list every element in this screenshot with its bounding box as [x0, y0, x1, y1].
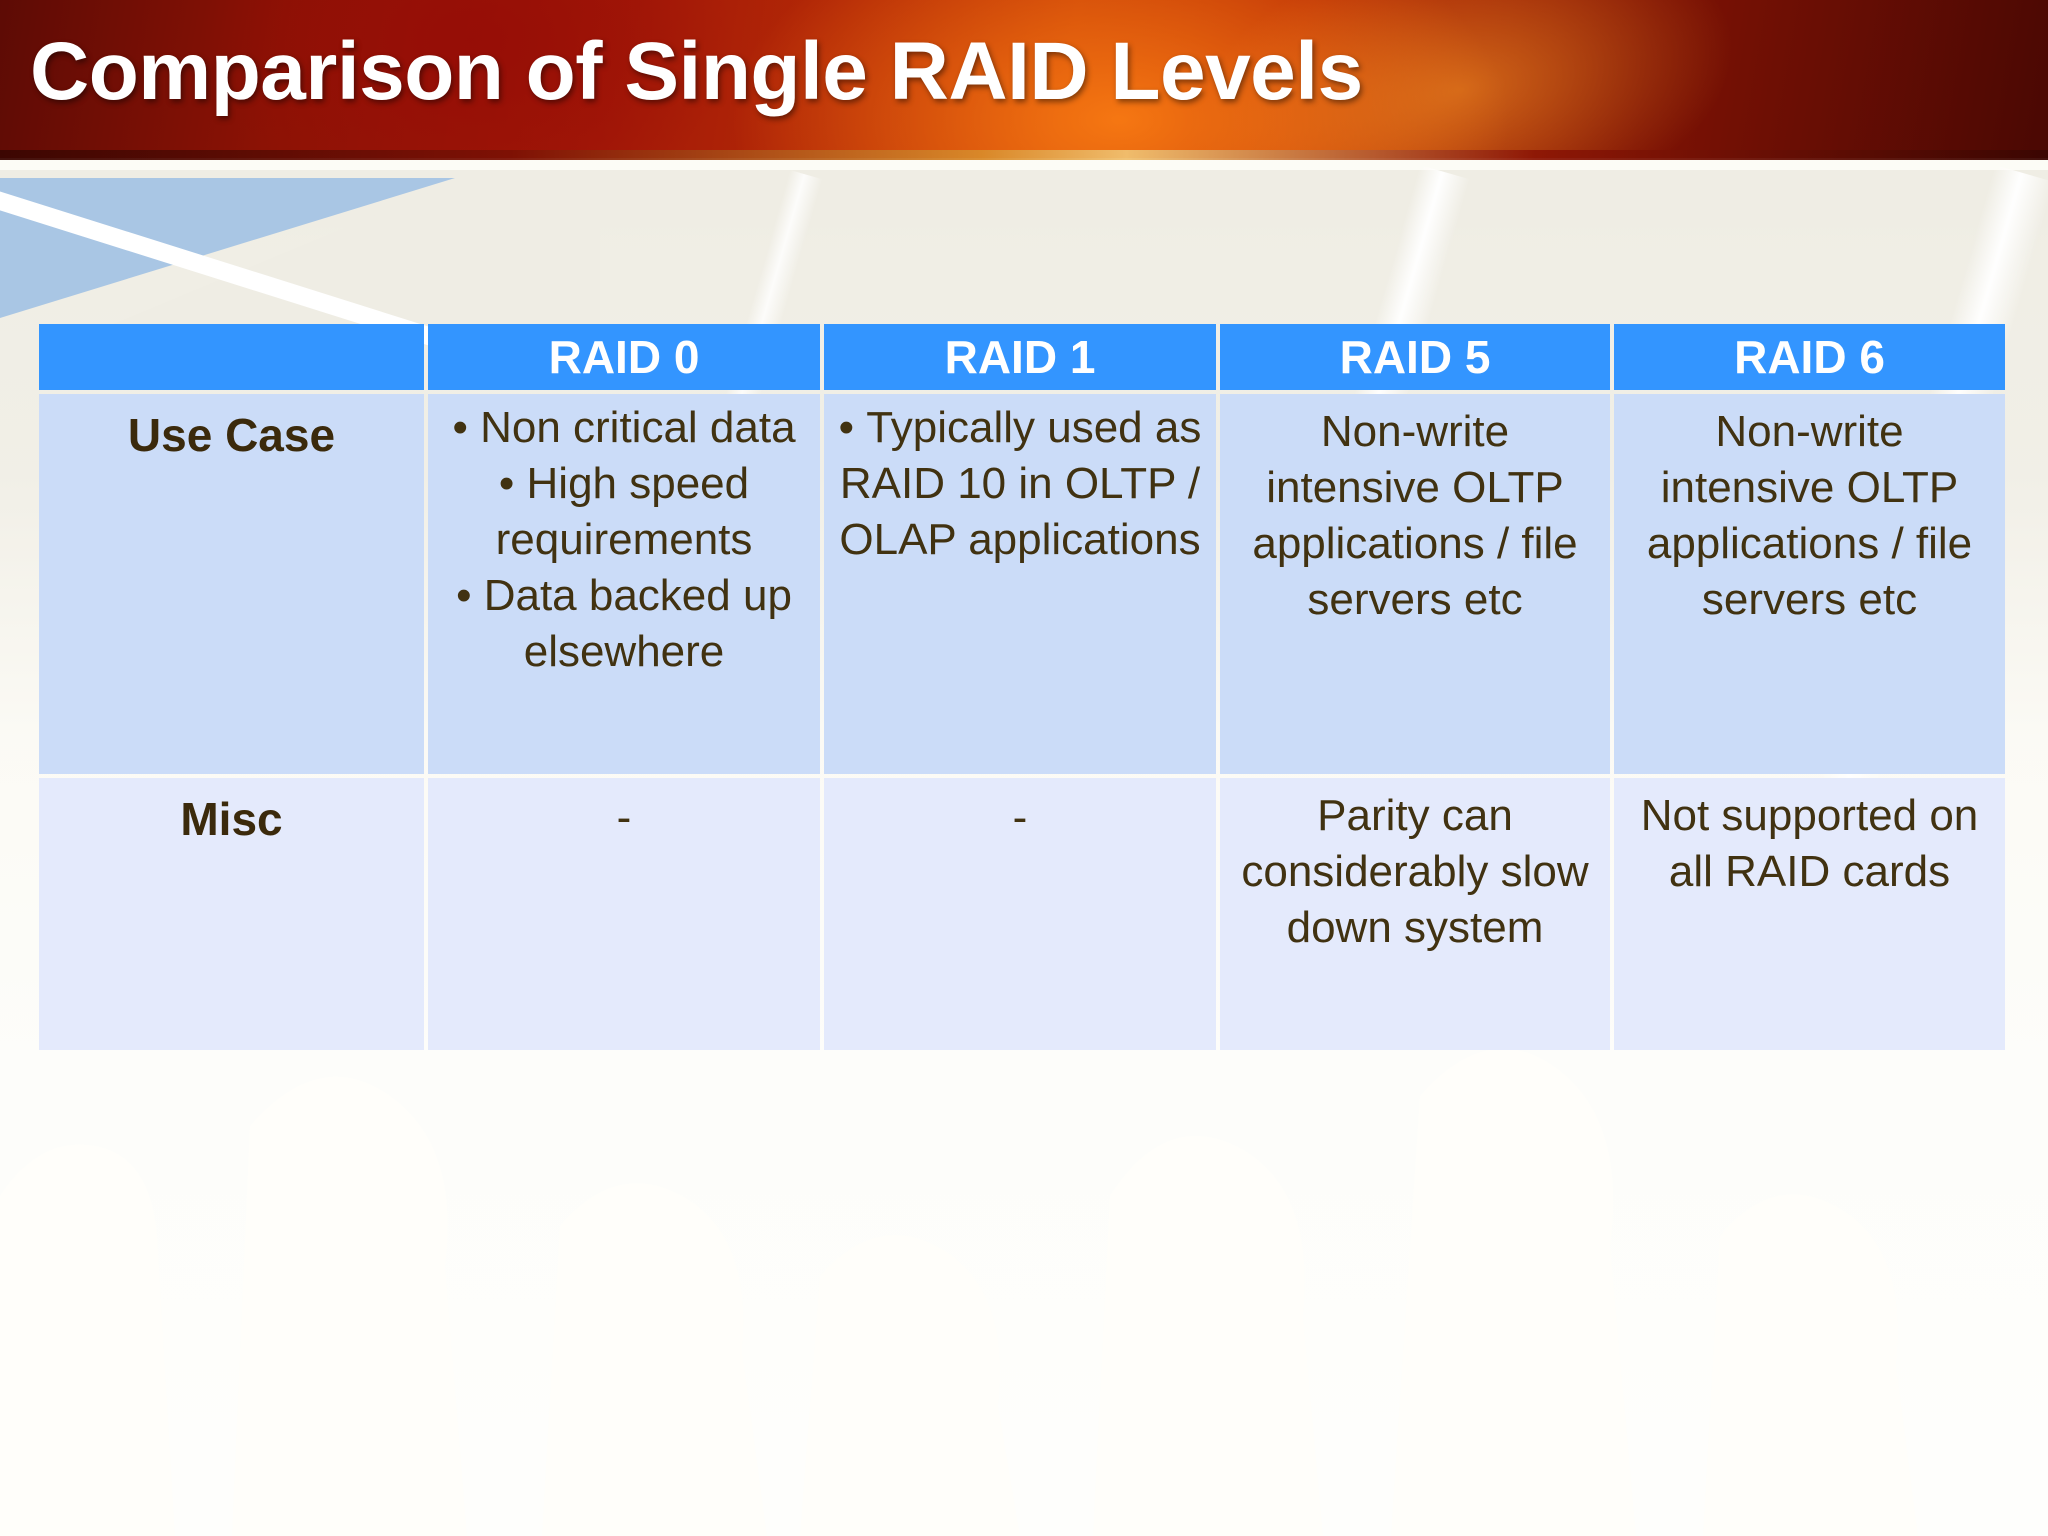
cell-text: - — [616, 793, 632, 842]
table-header-row: RAID 0 RAID 1 RAID 5 RAID 6 — [39, 324, 2005, 390]
list-item: • Typically used as RAID 10 in OLTP / OL… — [838, 403, 1202, 564]
column-header-raid-6: RAID 6 — [1614, 324, 2005, 390]
cell-use-case-raid-6: Non-write intensive OLTP applications / … — [1614, 394, 2005, 774]
cell-text: Parity can considerably slow down system — [1241, 791, 1589, 952]
list-item-text: Typically used as RAID 10 in OLTP / OLAP… — [839, 403, 1202, 564]
row-label-misc: Misc — [180, 793, 283, 845]
cell-text: Not supported on all RAID cards — [1640, 791, 1979, 896]
banner-bottom-rule — [0, 150, 2048, 160]
column-header-raid-5: RAID 5 — [1220, 324, 1610, 390]
list-item-text: Data backed up elsewhere — [483, 571, 792, 676]
bullet-list-use-case-raid-1: • Typically used as RAID 10 in OLTP / OL… — [824, 394, 1216, 568]
cell-text: Non-write intensive OLTP applications / … — [1646, 407, 1973, 624]
cell-misc-raid-6: Not supported on all RAID cards — [1614, 778, 2005, 1050]
cell-use-case-raid-1: • Typically used as RAID 10 in OLTP / OL… — [824, 394, 1216, 774]
list-item: • Data backed up elsewhere — [456, 571, 792, 676]
bullet-list-use-case-raid-0: • Non critical data • High speed require… — [428, 394, 820, 680]
row-label-use-case: Use Case — [127, 409, 336, 461]
row-label-use-case-cell: Use Case — [39, 394, 424, 774]
cell-misc-raid-0: - — [428, 778, 820, 1050]
column-header-blank — [39, 324, 424, 390]
audience-silhouette-background — [0, 1048, 1918, 1536]
cell-misc-raid-1: - — [824, 778, 1216, 1050]
list-item: • High speed requirements — [495, 459, 753, 564]
list-item-text: High speed requirements — [495, 459, 753, 564]
column-header-raid-1: RAID 1 — [824, 324, 1216, 390]
cell-use-case-raid-5: Non-write intensive OLTP applications / … — [1220, 394, 1610, 774]
list-item: • Non critical data — [452, 403, 796, 452]
list-item-text: Non critical data — [480, 403, 796, 452]
cell-text: Non-write intensive OLTP applications / … — [1252, 407, 1578, 624]
title-banner — [0, 0, 2048, 158]
raid-comparison-table: RAID 0 RAID 1 RAID 5 RAID 6 Use Case • N… — [35, 320, 2009, 1054]
table-row-use-case: Use Case • Non critical data • High spee… — [39, 394, 2005, 774]
cell-text: - — [1012, 793, 1028, 842]
table-row-misc: Misc - - Parity can considerably slow do… — [39, 778, 2005, 1050]
cell-use-case-raid-0: • Non critical data • High speed require… — [428, 394, 820, 774]
page-title: Comparison of Single RAID Levels — [30, 26, 1363, 117]
cell-misc-raid-5: Parity can considerably slow down system — [1220, 778, 1610, 1050]
row-label-misc-cell: Misc — [39, 778, 424, 1050]
column-header-raid-0: RAID 0 — [428, 324, 820, 390]
